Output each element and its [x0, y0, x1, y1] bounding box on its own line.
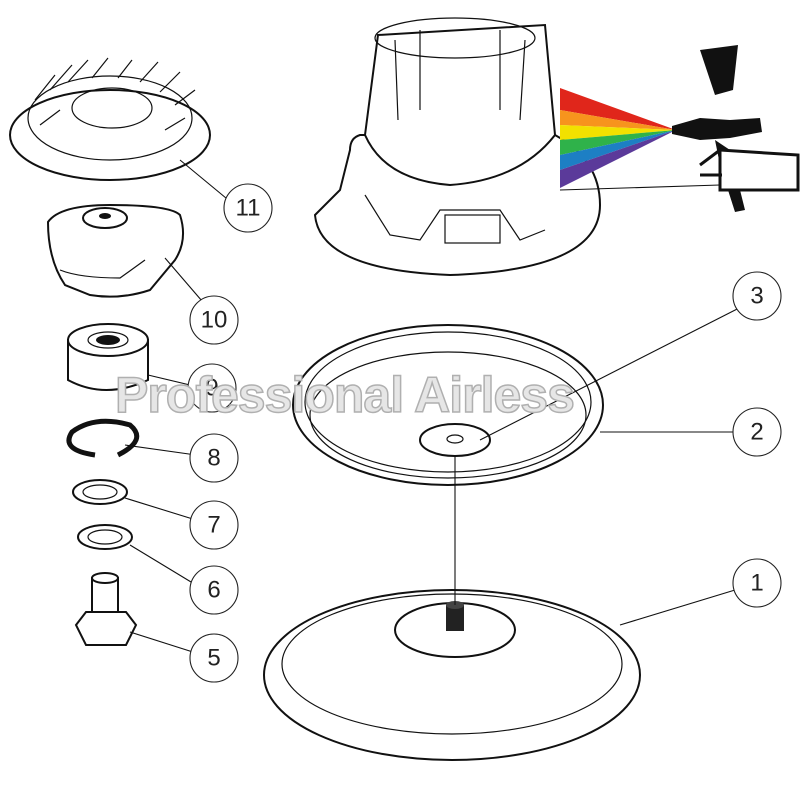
leader-lines: [124, 159, 746, 654]
svg-text:2: 2: [750, 419, 763, 446]
svg-text:7: 7: [207, 512, 220, 539]
motor-housing: [313, 17, 602, 277]
svg-text:11: 11: [236, 195, 261, 222]
spray-band-1: [560, 110, 676, 130]
callout-10: 10: [189, 295, 239, 345]
svg-text:10: 10: [201, 307, 228, 334]
part-2-ring: [292, 324, 604, 486]
part-10-counterweight: [46, 203, 185, 298]
callout-9: 9: [187, 363, 237, 413]
housing-leader: [559, 184, 721, 191]
callout-11: 11: [223, 183, 273, 233]
svg-text:8: 8: [207, 445, 220, 472]
svg-text:1: 1: [750, 570, 763, 597]
callout-1: 1: [732, 558, 782, 608]
spray-band-5: [560, 130, 676, 188]
part-5-bolt: [74, 572, 138, 646]
part-7-washer: [72, 479, 128, 505]
callout-7: 7: [189, 500, 239, 550]
callout-5: 5: [189, 633, 239, 683]
part-11-impeller: [9, 57, 211, 181]
callout-6: 6: [189, 565, 239, 615]
callout-2: 2: [732, 407, 782, 457]
callout-3: 3: [732, 271, 782, 321]
svg-text:3: 3: [750, 283, 763, 310]
callout-8: 8: [189, 433, 239, 483]
watermark-text: Professional Airless: [115, 367, 574, 423]
svg-text:5: 5: [207, 645, 220, 672]
spray-gun-logo: [560, 45, 800, 212]
part-9-bearing: [67, 323, 149, 391]
spray-band-2: [560, 125, 676, 140]
part-6-washer: [77, 524, 133, 550]
spray-band-0: [560, 88, 676, 130]
svg-text:9: 9: [205, 375, 218, 402]
part-3-washer: [419, 423, 491, 457]
svg-text:6: 6: [207, 577, 220, 604]
part-8-circlip: [66, 418, 140, 458]
part-1-backing-pad: [263, 589, 641, 761]
